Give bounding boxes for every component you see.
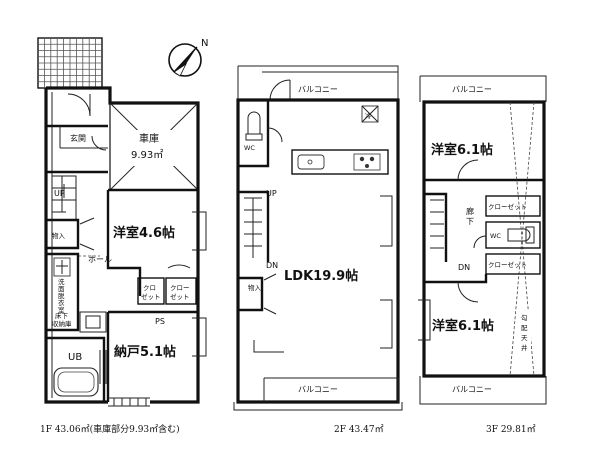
floor1-closet-a-line1: クロ [143,284,156,292]
floor2-storage-label: 物入 [248,283,262,292]
floor1-bath-label: UB [68,352,82,363]
floor3-footer: 3F 29.81㎡ [486,424,536,435]
floor-2-plan: バルコニー WC 冷 UP DN 物入 LDK19.9帖 バルコ [233,65,403,435]
floor3-closet-bottom-label: クローゼット [488,260,527,269]
floor3-ceiling-label: 勾 配 天 井 [521,313,528,352]
floor1-footer: 1F 43.06㎡(車庫部分9.93㎡含む) [40,423,180,435]
floor3-wc-label: WC [490,232,501,240]
floor1-closet-a-line2: ゼット [141,292,161,301]
compass-north-label: N [201,38,208,49]
svg-text:脱: 脱 [58,291,65,300]
floor1-nando-label: 納戸5.1帖 [114,344,176,360]
floor3-hall-label: 廊 下 [466,206,474,226]
floor-1-plan: 玄関 車庫 9.93㎡ UP 物入 洋室4.6帖 ホール 洗 面 脱 衣 [37,37,207,435]
floor2-balcony-bottom-label: バルコニー [298,385,338,394]
floor-3-plan: バルコニー 洋室6.1帖 廊 下 DN クローゼット WC クローゼット 洋室6… [418,75,547,435]
entrance-tiles [37,37,103,89]
floor2-ldk-label: LDK19.9帖 [284,268,358,284]
floor3-room-top-label: 洋室6.1帖 [431,142,493,158]
floor2-balcony-top-label: バルコニー [298,85,338,94]
floor2-wc-label: WC [244,144,255,152]
floor3-balcony-bottom-label: バルコニー [452,385,492,394]
floor1-storage-label: 物入 [52,231,66,240]
floor2-dn-label: DN [266,261,278,270]
floor3-room-bottom-label: 洋室6.1帖 [432,318,494,334]
floor1-garage-area: 9.93㎡ [131,149,163,161]
floor3-balcony-top-label: バルコニー [452,85,492,94]
floor1-genkan-label: 玄関 [70,133,86,143]
floor1-room-label: 洋室4.6帖 [113,225,175,241]
svg-text:配: 配 [521,324,528,332]
svg-text:室: 室 [58,305,65,314]
floor1-closet-b-line1: クロー [170,284,190,292]
svg-text:井: 井 [521,343,528,352]
floor1-ps-label: PS [155,317,165,326]
floor3-dn-label: DN [458,263,470,272]
floor2-up-label: UP [266,189,277,198]
svg-text:下: 下 [466,217,474,226]
floor1-up-label: UP [54,189,65,198]
floor1-laundry-label-2: 収納庫 [52,319,72,328]
svg-text:洗: 洗 [58,277,65,286]
floor1-garage-label: 車庫 [139,132,159,145]
svg-text:衣: 衣 [58,298,65,307]
svg-text:天: 天 [521,334,528,342]
svg-text:勾: 勾 [521,313,528,322]
svg-text:面: 面 [58,285,65,293]
floor2-fridge-label: 冷 [365,111,372,120]
floor3-closet-top-label: クローゼット [488,202,527,211]
floor1-washroom-label: 洗 面 脱 衣 室 [58,277,65,314]
svg-text:廊: 廊 [466,206,474,216]
compass: N [168,38,208,77]
floor1-hall-label: ホール [88,255,112,264]
floor1-closet-b-line2: ゼット [170,292,190,301]
floor2-footer: 2F 43.47㎡ [334,424,384,435]
floor1-laundry-label-1: 床下 [55,311,69,320]
